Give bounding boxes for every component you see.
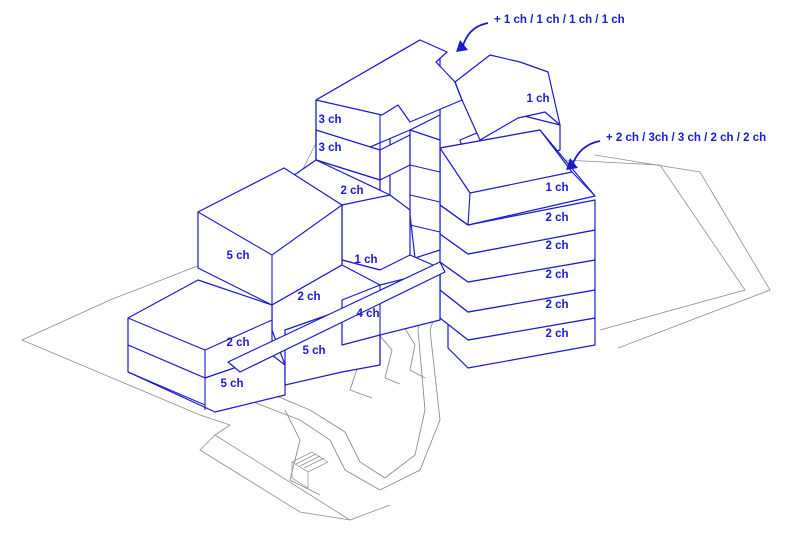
label-1ch-roof: 1 ch: [526, 93, 549, 105]
label-1ch-tower: 1 ch: [545, 182, 568, 194]
right-addition-note: + 2 ch / 3ch / 3 ch / 2 ch / 2 ch: [606, 132, 766, 144]
label-2ch-tower-5: 2 ch: [545, 328, 568, 340]
site-outline-left: [21, 299, 231, 426]
right-tower: [439, 129, 596, 369]
label-5ch-mid: 5 ch: [302, 345, 325, 357]
stairs: [291, 451, 329, 489]
label-2ch-tower-1: 2 ch: [545, 212, 568, 224]
top-addition-arrow: [461, 22, 489, 49]
site-boundary-right: [564, 159, 746, 331]
label-2ch-center: 2 ch: [297, 291, 320, 303]
top-addition-note: + 1 ch / 1 ch / 1 ch / 1 ch: [494, 14, 625, 26]
road-spur: [284, 409, 321, 496]
label-2ch-tower-2: 2 ch: [545, 240, 568, 252]
top-addition-arrowhead: [456, 40, 468, 52]
site-context: [21, 144, 771, 521]
label-2ch-tower-3: 2 ch: [545, 269, 568, 281]
site-boundary-bottom: [214, 424, 391, 521]
connector-core: [409, 129, 441, 259]
label-3ch-top: 3 ch: [318, 114, 341, 126]
terrace-line-3: [399, 319, 426, 379]
site-boundary-right-outer: [594, 154, 771, 349]
terrace-line-2: [374, 329, 401, 385]
road-edge-outer: [234, 299, 441, 491]
label-5ch-upper: 5 ch: [226, 250, 249, 262]
right-addition-arrow: [571, 140, 601, 167]
label-2ch-upper: 2 ch: [340, 185, 363, 197]
label-4ch: 4 ch: [356, 308, 379, 320]
site-lower-plot: [199, 434, 351, 521]
label-2ch-tower-4: 2 ch: [545, 299, 568, 311]
stair-block: [291, 451, 329, 473]
label-5ch-lower: 5 ch: [220, 378, 243, 390]
ramp: [227, 261, 446, 373]
annotations: + 1 ch / 1 ch / 1 ch / 1 ch + 2 ch / 3ch…: [456, 14, 766, 170]
label-3ch-second: 3 ch: [318, 142, 341, 154]
unit-labels: 5 ch 5 ch 5 ch 2 ch 2 ch 4 ch 1 ch 2 ch …: [220, 93, 568, 390]
label-2ch-left: 2 ch: [226, 337, 249, 349]
road-edge-inner: [249, 299, 426, 479]
addition-roof: [454, 54, 561, 141]
right-addition-arrowhead: [566, 158, 578, 170]
label-1ch-center: 1 ch: [354, 254, 377, 266]
left-massing: [127, 167, 446, 413]
